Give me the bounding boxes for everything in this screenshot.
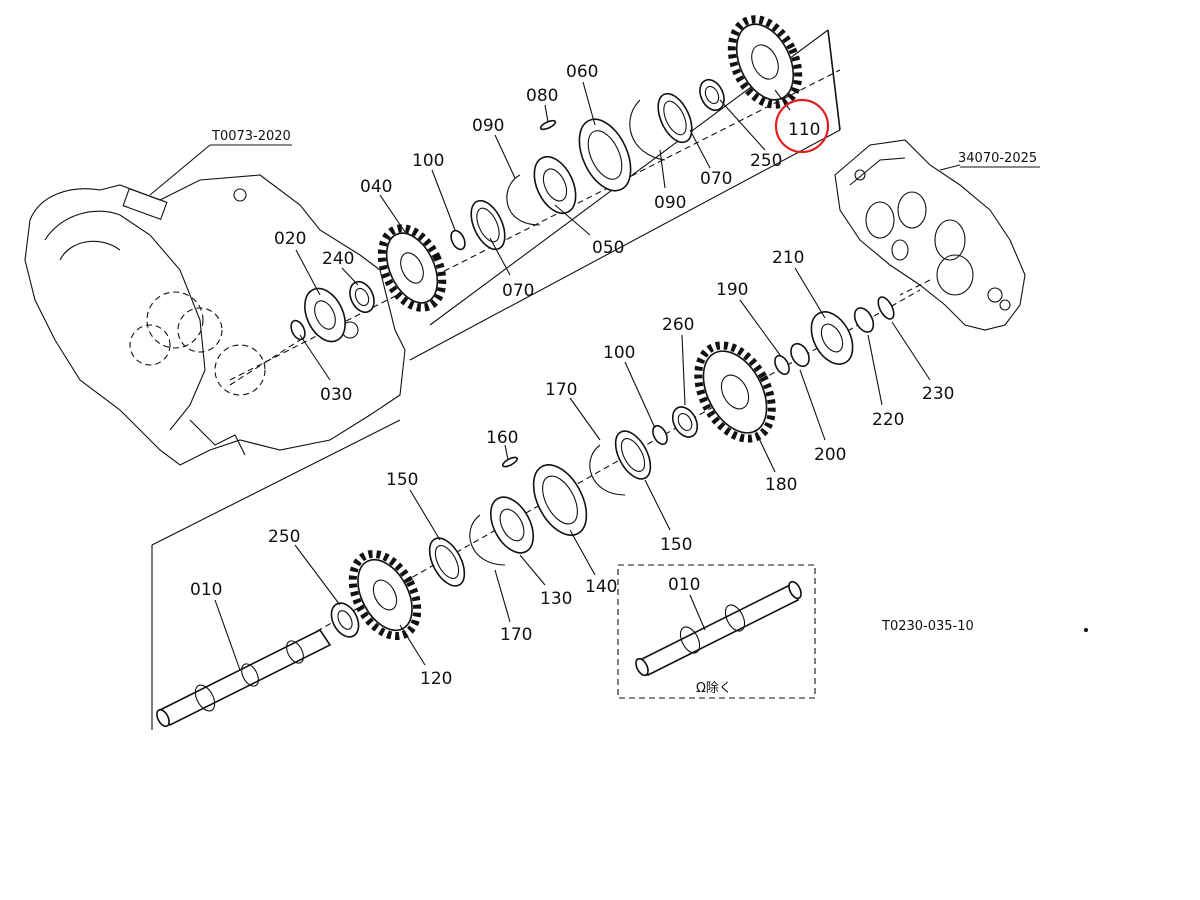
- leader-housing-left: [149, 144, 211, 196]
- part-020-bearing: [304, 287, 346, 343]
- part-160-key: [501, 456, 519, 468]
- part-050-hub: [533, 155, 577, 215]
- part-060-sleeve: [578, 118, 632, 192]
- label-200: 200: [814, 445, 846, 465]
- label-170b: 170: [500, 625, 532, 645]
- part-250-needle-bearing: [699, 78, 725, 112]
- highlight-circle-110: [774, 98, 830, 154]
- part-100-washer: [450, 229, 466, 251]
- part-240-needle-bearing: [349, 280, 375, 314]
- variant-note: Ω除く: [696, 681, 732, 696]
- label-250a: 250: [750, 151, 782, 171]
- label-140: 140: [585, 577, 617, 597]
- ref-housing-left: T0073-2020: [211, 129, 291, 144]
- part-190-washer: [774, 354, 790, 376]
- label-230: 230: [922, 384, 954, 404]
- part-150b-synchro-ring: [614, 430, 652, 480]
- left-transmission-housing: [24, 174, 406, 466]
- label-170a: 170: [545, 380, 577, 400]
- label-210: 210: [772, 248, 804, 268]
- label-070b: 070: [700, 169, 732, 189]
- variant-box: [617, 564, 816, 699]
- part-170-spring: [469, 514, 506, 566]
- label-150b: 150: [660, 535, 692, 555]
- part-100b-washer: [652, 424, 668, 446]
- leader-housing-right: [939, 164, 961, 171]
- label-130: 130: [540, 589, 572, 609]
- label-100a: 100: [412, 151, 444, 171]
- label-220: 220: [872, 410, 904, 430]
- part-090b-spring: [629, 99, 666, 161]
- right-housing-plate: [834, 139, 1026, 331]
- label-090a: 090: [472, 116, 504, 136]
- label-150a: 150: [386, 470, 418, 490]
- label-090b: 090: [654, 193, 686, 213]
- label-260: 260: [662, 315, 694, 335]
- label-010: 010: [190, 580, 222, 600]
- ref-housing-right: 34070-2025: [958, 151, 1037, 166]
- label-030: 030: [320, 385, 352, 405]
- part-170b-spring: [589, 444, 626, 496]
- label-120: 120: [420, 669, 452, 689]
- label-050: 050: [592, 238, 624, 258]
- part-210-bearing: [810, 311, 854, 365]
- part-220-washer: [853, 307, 875, 333]
- label-010b: 010: [668, 575, 700, 595]
- label-020: 020: [274, 229, 306, 249]
- label-070a: 070: [502, 281, 534, 301]
- part-250b-needle-bearing: [330, 602, 360, 638]
- label-080: 080: [526, 86, 558, 106]
- part-070b-synchro-ring: [657, 92, 693, 144]
- part-080-key: [539, 119, 557, 131]
- label-190: 190: [716, 280, 748, 300]
- drawing-code: T0230-035-10: [881, 619, 974, 634]
- part-260-needle-bearing: [671, 406, 699, 438]
- part-130-hub: [489, 496, 535, 554]
- label-160: 160: [486, 428, 518, 448]
- label-180: 180: [765, 475, 797, 495]
- label-110: 110: [788, 120, 820, 140]
- label-240: 240: [322, 249, 354, 269]
- part-070-synchro-ring: [470, 199, 506, 251]
- part-090-spring: [506, 174, 541, 226]
- label-100b: 100: [603, 343, 635, 363]
- part-140-sleeve: [532, 464, 588, 536]
- dot-mark: [1084, 628, 1088, 632]
- label-060: 060: [566, 62, 598, 82]
- part-180-gear: [694, 341, 776, 443]
- part-010-main-shaft: [156, 628, 332, 728]
- upper-leaders: [295, 81, 791, 381]
- part-040-gear: [377, 224, 447, 312]
- part-200-collar: [790, 342, 810, 368]
- part-150-synchro-ring: [428, 537, 466, 587]
- part-030-circlip: [290, 319, 306, 341]
- label-040: 040: [360, 177, 392, 197]
- lower-leaders: [214, 267, 931, 671]
- label-250b: 250: [268, 527, 300, 547]
- part-230-circlip: [877, 296, 895, 320]
- part-labels: 020 030 240 040 100 070 090 050 080 060 …: [190, 62, 974, 696]
